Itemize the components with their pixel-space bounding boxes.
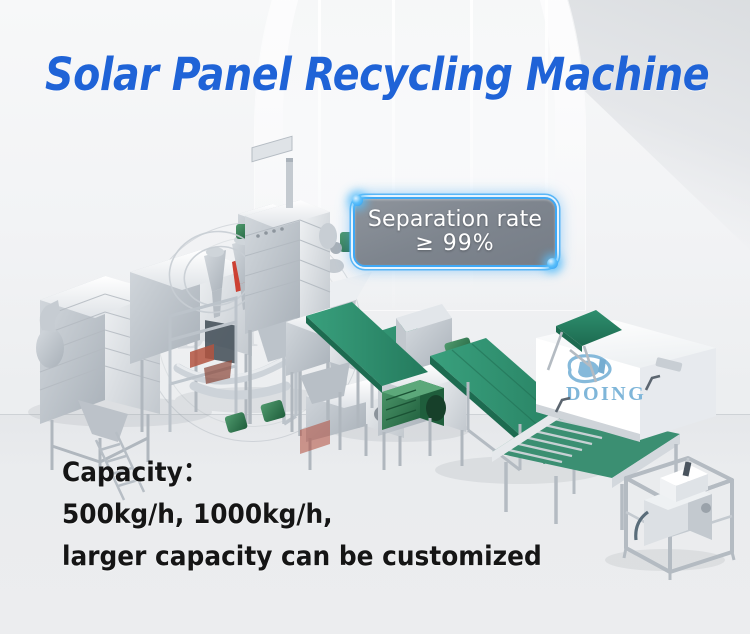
separation-rate-badge: Separation rate ≥ 99% — [352, 195, 558, 269]
background-stripe — [470, 0, 473, 300]
glass-separator-cabinet — [622, 456, 736, 580]
page-title: Solar Panel Recycling Machine — [45, 48, 710, 101]
background-stripe — [392, 0, 395, 320]
conveyor-belt-incline-left — [306, 302, 428, 393]
access-ladder — [94, 431, 146, 501]
discharge-chute — [546, 310, 622, 383]
badge-glow-dot-bottomright — [547, 258, 558, 269]
capacity-block: Capacity： 500kg/h, 1000kg/h, larger capa… — [62, 452, 542, 578]
accent-parts — [190, 344, 330, 454]
badge-glow-dot-topleft — [352, 195, 363, 206]
capacity-note: larger capacity can be customized — [62, 541, 542, 572]
background-stripe — [545, 0, 548, 280]
capacity-label: Capacity： — [62, 457, 208, 488]
doing-logo-text: DOING — [566, 383, 646, 405]
badge-line-1: Separation rate — [367, 207, 543, 233]
capacity-values: 500kg/h, 1000kg/h, — [62, 499, 333, 530]
background-stripe — [318, 0, 321, 340]
access-platform — [168, 296, 238, 432]
badge-line-2: ≥ 99% — [415, 231, 495, 256]
